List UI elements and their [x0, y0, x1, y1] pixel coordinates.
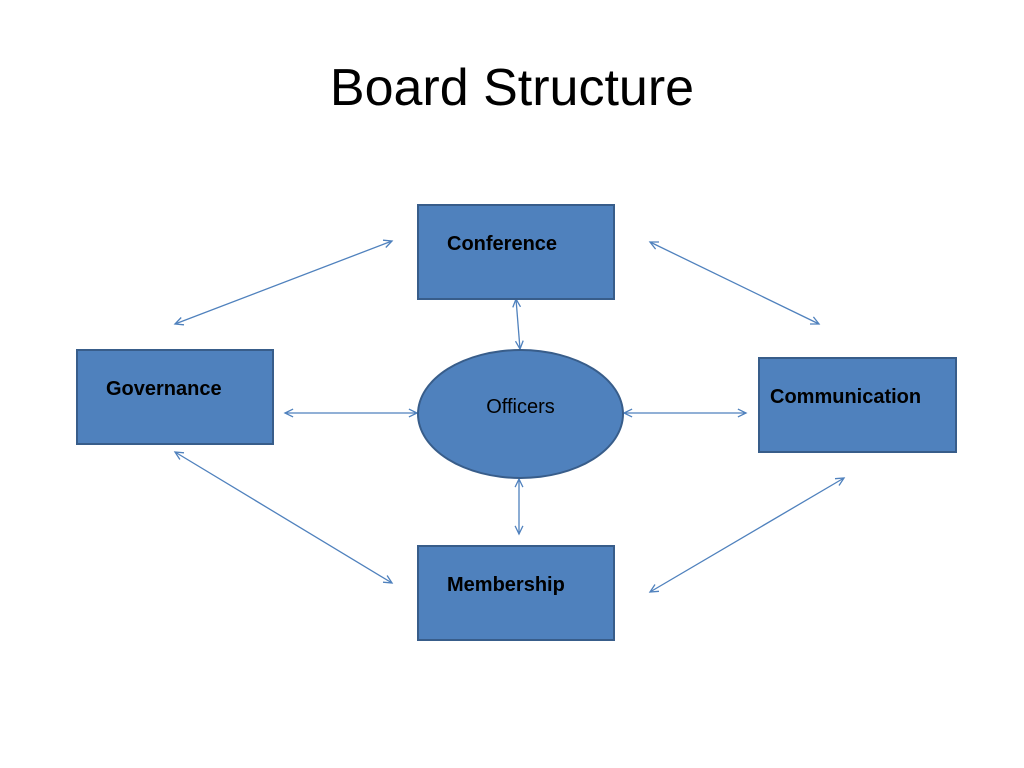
arrowhead-start	[512, 297, 522, 308]
arrow-conference-communication	[648, 241, 821, 325]
arrow-conference-officers	[512, 297, 524, 351]
arrowhead-start	[622, 408, 633, 418]
officers-ellipse: Officers	[417, 349, 624, 479]
arrowhead-start	[173, 451, 185, 460]
governance-box: Governance	[76, 349, 274, 445]
membership-label: Membership	[447, 574, 565, 596]
arrowhead-start	[173, 317, 185, 326]
arrowhead-start	[648, 584, 660, 593]
arrowhead-end	[514, 340, 524, 351]
arrow-membership-communication	[648, 477, 846, 593]
arrowhead-end	[408, 408, 419, 418]
arrowhead-end	[834, 477, 846, 486]
membership-box: Membership	[417, 545, 615, 641]
arrowhead-start	[648, 241, 659, 250]
arrow-officers-membership	[514, 477, 524, 536]
conference-label: Conference	[447, 233, 558, 255]
arrow-governance-officers	[283, 408, 419, 418]
arrow-governance-membership	[173, 451, 394, 584]
communication-box: Communication	[758, 357, 957, 453]
arrow-line	[515, 298, 521, 350]
arrow-governance-conference	[173, 239, 394, 326]
arrowhead-end	[514, 525, 524, 536]
arrowhead-end	[810, 316, 821, 325]
arrowhead-start	[514, 477, 524, 488]
conference-box: Conference	[417, 204, 615, 300]
arrow-line	[174, 451, 393, 584]
arrowhead-end	[382, 239, 394, 248]
arrowhead-end	[737, 408, 748, 418]
arrowhead-end	[382, 575, 394, 584]
arrow-line	[649, 241, 820, 325]
arrow-line	[174, 240, 393, 325]
arrow-officers-communication	[622, 408, 748, 418]
arrowhead-start	[283, 408, 294, 418]
governance-label: Governance	[106, 378, 222, 400]
officers-label: Officers	[486, 396, 555, 418]
communication-label: Communication	[770, 386, 922, 408]
arrow-line	[649, 477, 845, 593]
slide-title: Board Structure	[329, 59, 695, 117]
